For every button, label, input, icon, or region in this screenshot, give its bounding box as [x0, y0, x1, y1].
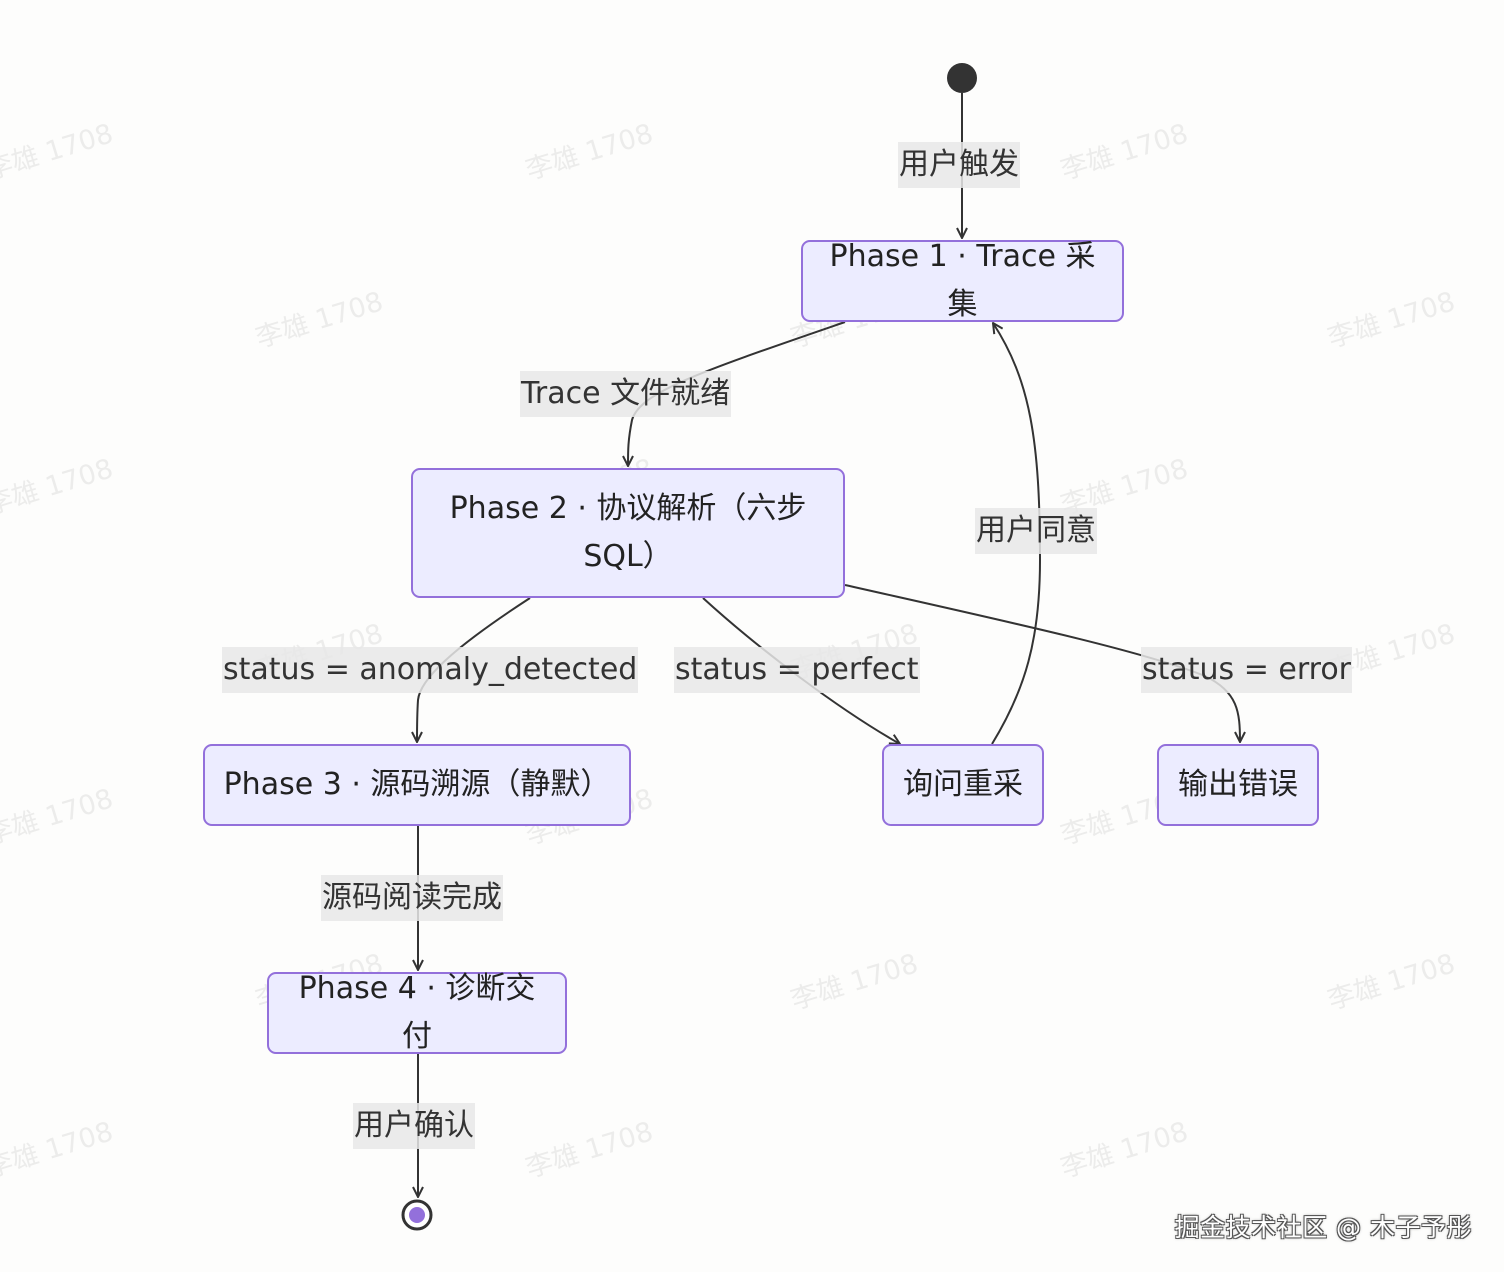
state-phase3-source-trace: Phase 3 · 源码溯源（静默） [203, 744, 631, 826]
edge-ask-recollect-to-phase1 [991, 323, 1042, 745]
edge-label-user-confirm: 用户确认 [353, 1103, 475, 1149]
state-ask-recollect: 询问重采 [882, 744, 1044, 826]
edge-label-trace-ready: Trace 文件就绪 [520, 371, 732, 417]
state-phase3-label: Phase 3 · 源码溯源（静默） [223, 767, 611, 802]
end-state-icon [401, 1199, 433, 1231]
state-ask-recollect-label: 询问重采 [903, 767, 1023, 802]
edge-label-user-trigger: 用户触发 [898, 142, 1020, 188]
corner-credit: 掘金技术社区 @ 木子予彤 [1174, 1213, 1472, 1242]
edge-label-user-agree: 用户同意 [975, 508, 1097, 554]
edge-label-anomaly-detected: status = anomaly_detected [222, 647, 639, 693]
state-phase1-trace-collection: Phase 1 · Trace 采集 [801, 239, 1124, 322]
state-phase2-label: Phase 2 · 协议解析（六步 SQL） [449, 491, 807, 574]
state-output-error: 输出错误 [1157, 744, 1319, 826]
edge-label-error: status = error [1141, 647, 1353, 693]
state-phase2-protocol-parse: Phase 2 · 协议解析（六步 SQL） [411, 468, 845, 598]
state-output-error-label: 输出错误 [1178, 767, 1298, 802]
state-phase1-label: Phase 1 · Trace 采集 [829, 239, 1096, 322]
edge-label-perfect: status = perfect [674, 647, 920, 693]
state-phase4-label: Phase 4 · 诊断交付 [298, 971, 536, 1054]
start-state-dot [947, 63, 977, 93]
state-phase4-diagnosis: Phase 4 · 诊断交付 [267, 971, 567, 1054]
edge-label-source-read-done: 源码阅读完成 [321, 875, 503, 921]
